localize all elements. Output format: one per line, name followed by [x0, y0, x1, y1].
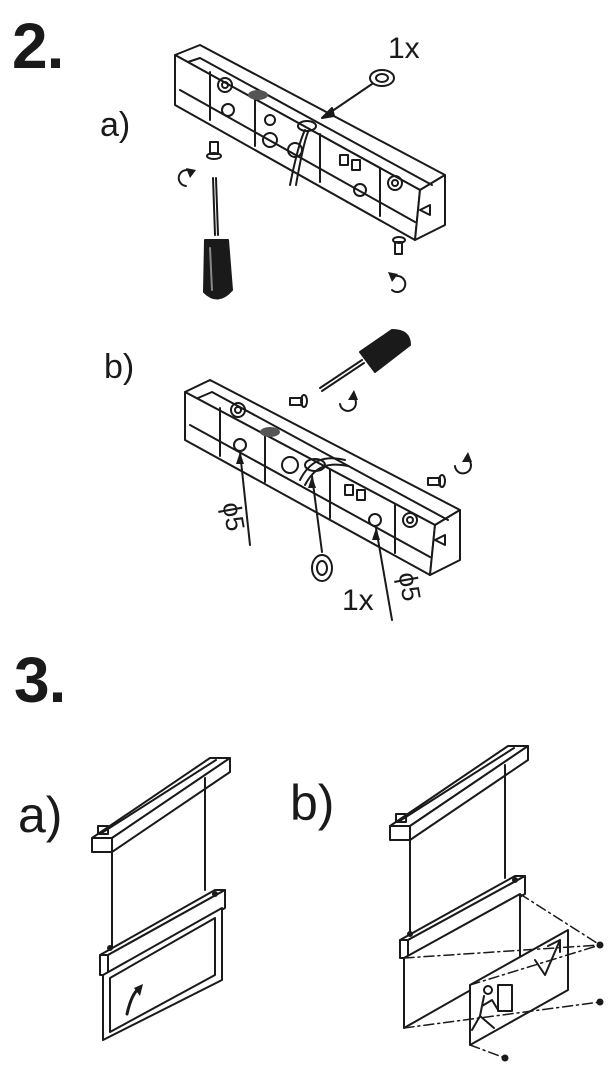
screwdriver-icon [319, 329, 411, 392]
housing-2a [174, 44, 446, 241]
step-2-number: 2. [12, 10, 64, 82]
housing-2b [184, 379, 461, 621]
step-2a-label: a) [100, 106, 131, 144]
screw-icon [206, 141, 406, 255]
fixture-3b [389, 745, 604, 1062]
grommet-qty-2a: 1x [388, 32, 420, 65]
screw-icon [289, 394, 446, 488]
grommet-2a [321, 69, 395, 119]
step-2b-label: b) [104, 348, 135, 386]
step-3b-label: b) [290, 775, 335, 831]
step-3-number: 3. [14, 644, 66, 716]
grommet-qty-2b: 1x [342, 584, 374, 617]
fixture-3a [91, 757, 231, 1041]
step-3a-label: a) [18, 787, 63, 843]
rotate-cw-icon [177, 168, 407, 293]
screwdriver-icon [203, 177, 233, 300]
grommet-2b [311, 554, 333, 582]
rotate-cw-icon [339, 390, 472, 475]
drill-diameter-right: ϕ5 [392, 569, 428, 604]
drill-diameter-left: ϕ5 [216, 499, 252, 534]
